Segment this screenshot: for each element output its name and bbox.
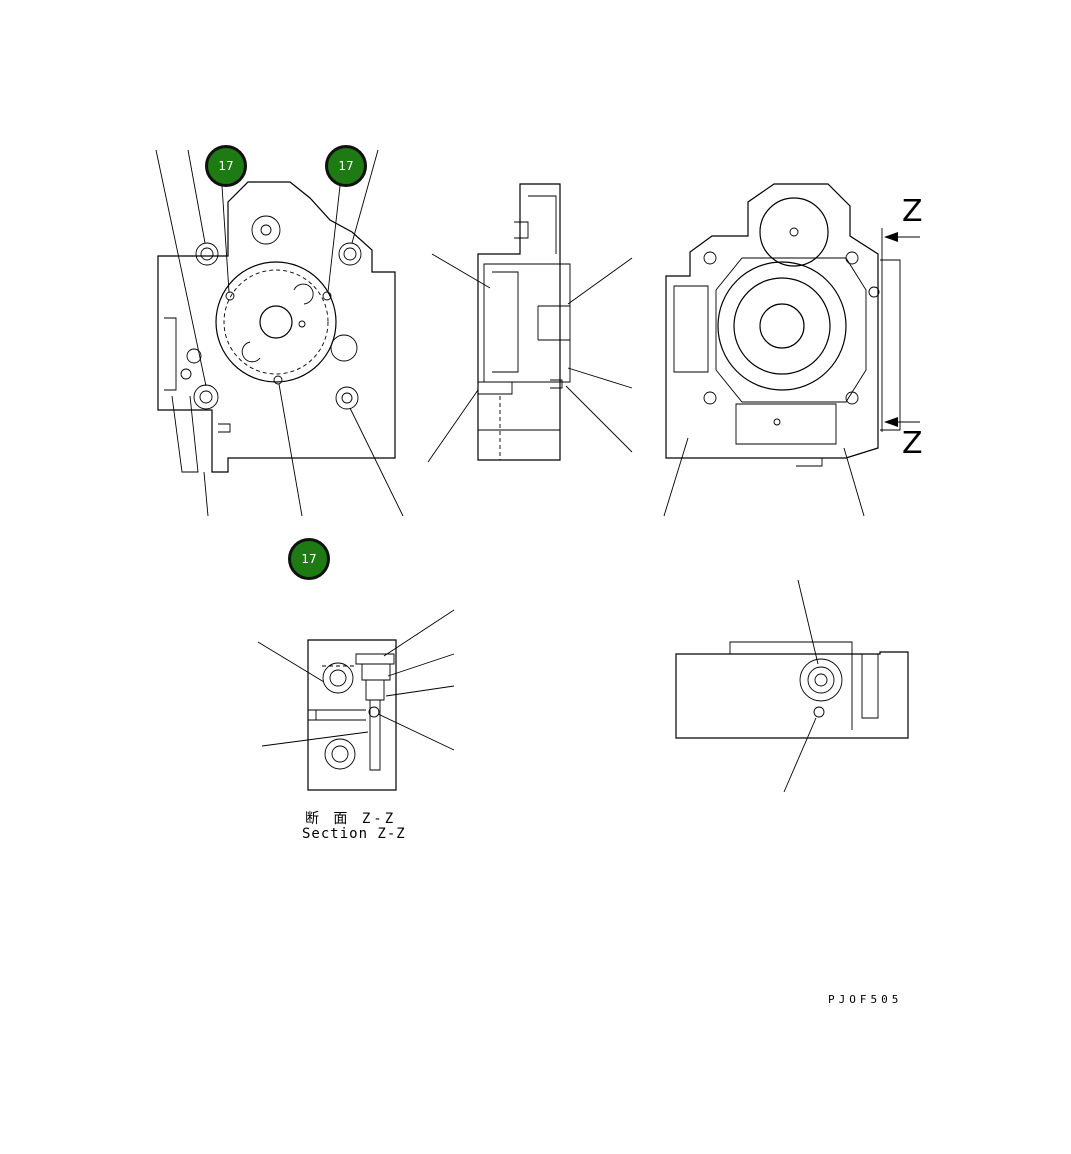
section-mark-bottom: Z: [902, 426, 923, 461]
bottom-right-view: [675, 579, 909, 793]
rear-view: [663, 183, 920, 517]
callout-17-right-badge[interactable]: 17: [325, 145, 367, 187]
section-caption-japanese: 断 面 Z-Z: [305, 811, 397, 827]
callout-17-left-badge[interactable]: 17: [205, 145, 247, 187]
side-view: [427, 183, 633, 463]
front-view: [155, 149, 404, 517]
callout-17-lower-badge[interactable]: 17: [288, 538, 330, 580]
section-caption-english: Section Z-Z: [302, 826, 406, 842]
drawing-code: PJOF505: [828, 993, 903, 1006]
section-view: [257, 609, 455, 791]
section-mark-top: Z: [902, 194, 923, 229]
